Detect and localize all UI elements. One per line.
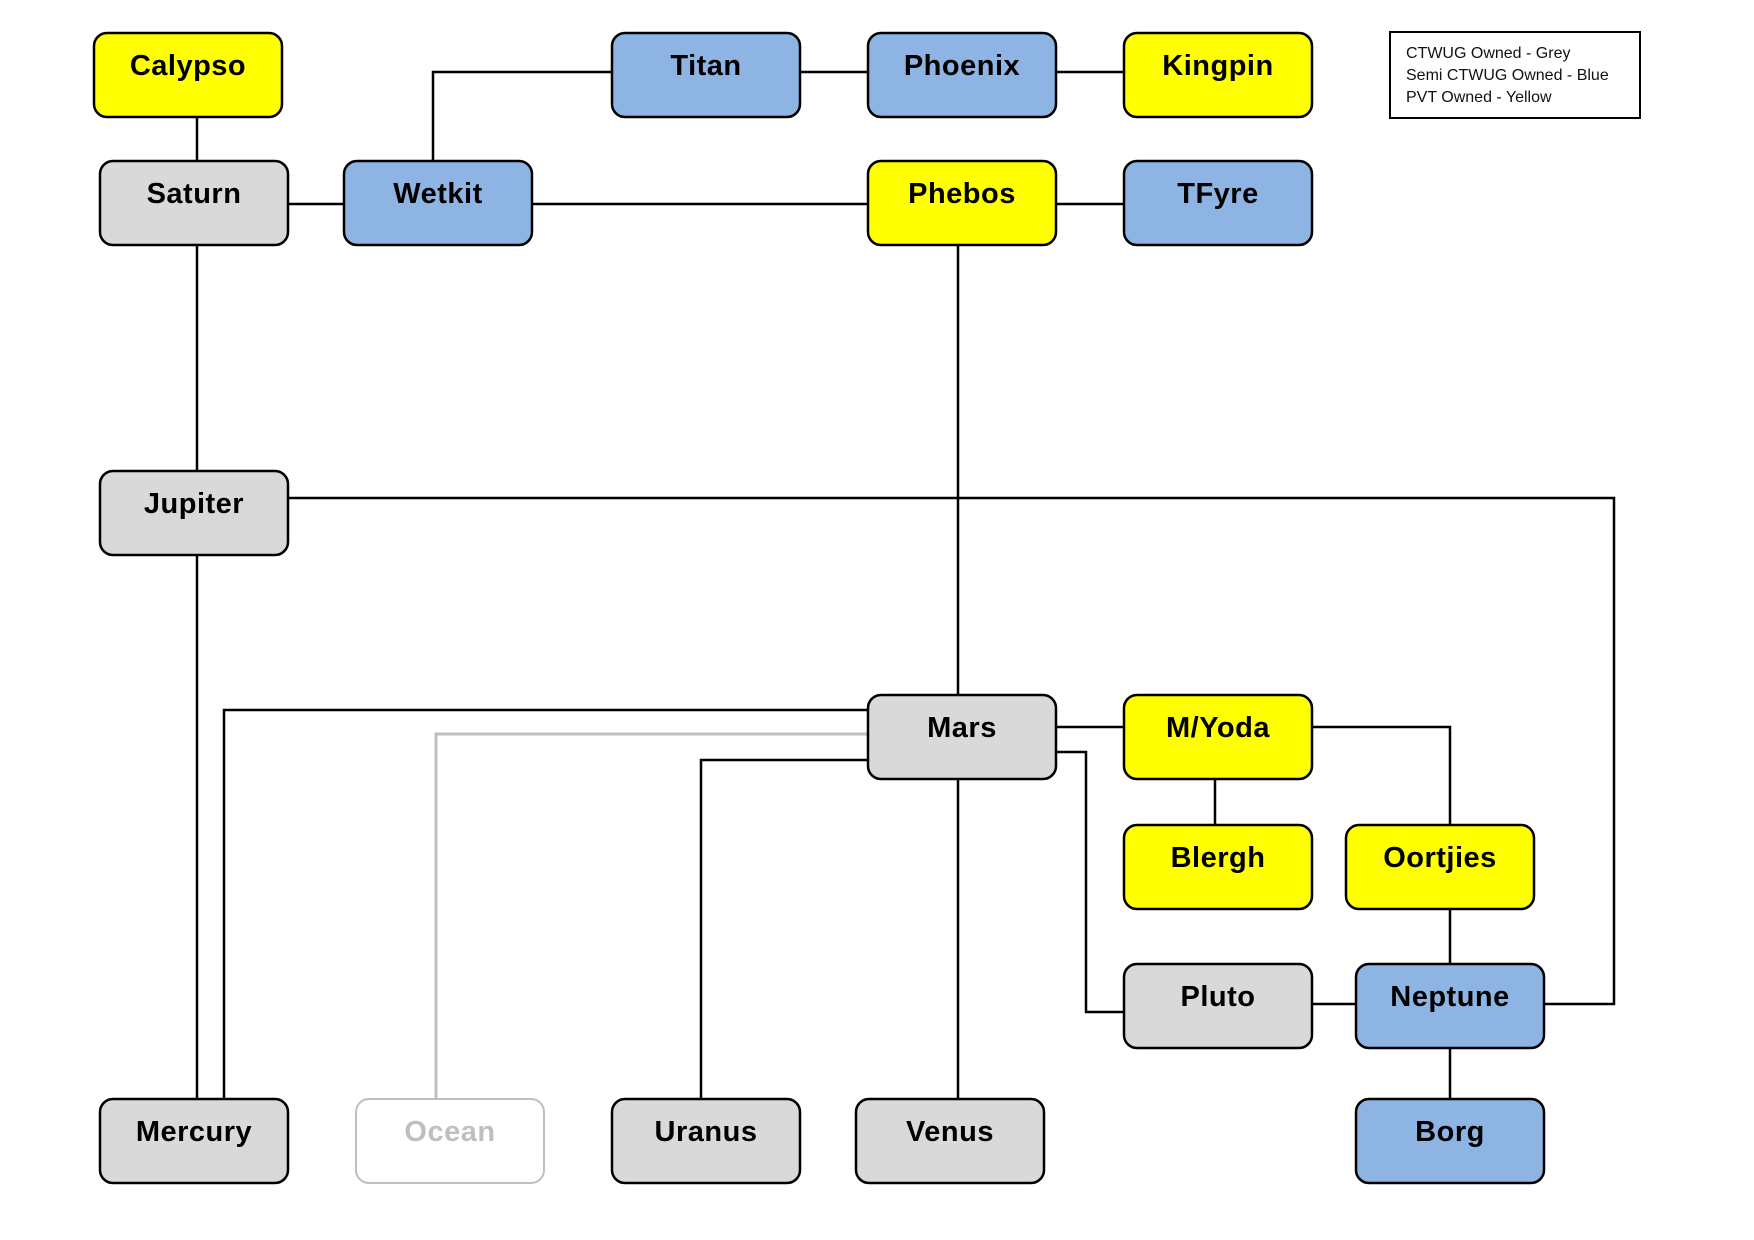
node-label-mars: Mars [927,712,997,744]
node-box-myoda [1122,693,1314,781]
link-mars-pluto [1056,750,1124,1014]
legend-line-yellow: PVT Owned - Yellow [1406,89,1552,106]
node-label-pluto: Pluto [1181,981,1256,1013]
node-phebos: Phebos [866,159,1058,247]
node-myoda: M/Yoda [1122,693,1314,781]
node-box-uranus [610,1097,802,1185]
link-jupiter-neptune [288,496,1616,1006]
node-label-kingpin: Kingpin [1162,50,1273,82]
node-oortjies: Oortjies [1344,823,1536,911]
node-label-borg: Borg [1415,1116,1485,1148]
node-box-tfyre [1122,159,1314,247]
node-label-mercury: Mercury [136,1116,252,1148]
legend-line-blue: Semi CTWUG Owned - Blue [1406,67,1609,84]
node-box-mercury [98,1097,290,1185]
node-box-phebos [866,159,1058,247]
node-box-phoenix [866,31,1058,119]
node-label-venus: Venus [906,1116,994,1148]
node-mercury: Mercury [98,1097,290,1185]
node-label-tfyre: TFyre [1177,178,1258,210]
node-ocean: Ocean [355,1098,545,1184]
node-box-oortjies [1344,823,1536,911]
node-label-myoda: M/Yoda [1166,712,1270,744]
node-tfyre: TFyre [1122,159,1314,247]
node-box-titan [610,31,802,119]
node-box-pluto [1122,962,1314,1050]
node-label-ocean: Ocean [404,1116,495,1148]
node-uranus: Uranus [610,1097,802,1185]
node-venus: Venus [854,1097,1046,1185]
node-box-jupiter [98,469,290,557]
node-blergh: Blergh [1122,823,1314,911]
node-box-neptune [1354,962,1546,1050]
node-label-saturn: Saturn [147,178,242,210]
legend: CTWUG Owned - Grey Semi CTWUG Owned - Bl… [1389,31,1641,119]
node-kingpin: Kingpin [1122,31,1314,119]
node-label-phebos: Phebos [908,178,1016,210]
link-mars-ocean [434,732,868,1099]
links-layer [195,70,1616,1099]
node-box-blergh [1122,823,1314,911]
node-box-venus [854,1097,1046,1185]
node-label-neptune: Neptune [1390,981,1510,1013]
legend-line-grey: CTWUG Owned - Grey [1406,45,1570,62]
node-box-wetkit [342,159,534,247]
node-calypso: Calypso [92,31,284,119]
node-box-calypso [92,31,284,119]
node-box-borg [1354,1097,1546,1185]
node-wetkit: Wetkit [342,159,534,247]
node-mars: Mars [866,693,1058,781]
link-mars-mercury [222,708,868,1099]
node-label-wetkit: Wetkit [393,178,482,210]
node-box-mars [866,693,1058,781]
node-neptune: Neptune [1354,962,1546,1050]
node-label-phoenix: Phoenix [904,50,1020,82]
node-label-calypso: Calypso [130,50,246,82]
link-myoda-oortjies [1312,725,1452,825]
node-saturn: Saturn [98,159,290,247]
link-wetkit-titan [431,70,612,161]
node-jupiter: Jupiter [98,469,290,557]
node-titan: Titan [610,31,802,119]
node-label-oortjies: Oortjies [1383,842,1497,874]
node-box-kingpin [1122,31,1314,119]
node-borg: Borg [1354,1097,1546,1185]
legend-box [1389,31,1641,119]
node-label-jupiter: Jupiter [144,488,244,520]
node-label-titan: Titan [670,50,741,82]
node-pluto: Pluto [1122,962,1314,1050]
node-label-uranus: Uranus [655,1116,758,1148]
node-phoenix: Phoenix [866,31,1058,119]
node-box-saturn [98,159,290,247]
link-mars-uranus [699,758,868,1099]
node-label-blergh: Blergh [1171,842,1266,874]
node-box-ocean [355,1098,545,1184]
